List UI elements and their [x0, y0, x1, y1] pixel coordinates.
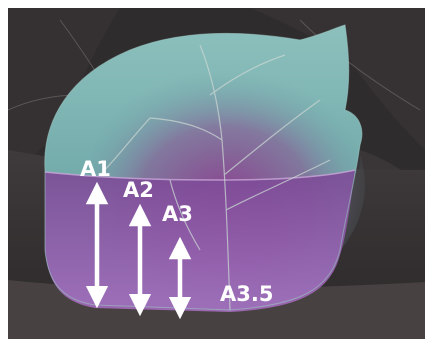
label-a2: A2 — [123, 178, 154, 202]
label-a3-5: A3.5 — [220, 282, 273, 306]
label-a1: A1 — [80, 157, 111, 181]
label-a3: A3 — [162, 202, 193, 226]
purple-band — [45, 170, 355, 312]
